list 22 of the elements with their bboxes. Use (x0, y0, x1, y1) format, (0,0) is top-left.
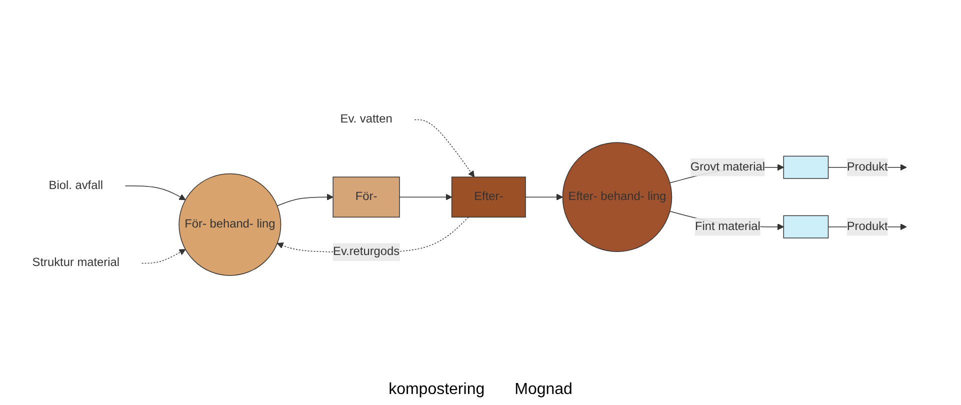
node-box: För- (332, 176, 400, 218)
node-text: Struktur material (32, 256, 120, 270)
edge-label: Fint material (694, 220, 760, 233)
node-box (783, 215, 829, 238)
node-text: Biol. avfall (48, 179, 104, 192)
arrow (124, 186, 186, 200)
note-label: kompostering (388, 381, 485, 399)
arrow (399, 194, 452, 200)
arrow (276, 194, 334, 206)
node-circle: För- behand- ling (178, 173, 282, 276)
edge-label: Produkt (846, 220, 888, 233)
arrow (525, 194, 563, 200)
node-box: Efter- (451, 176, 526, 218)
edge-label: Ev.returgods (333, 245, 400, 258)
note-label: Mognad (514, 381, 572, 399)
edge-label: Grovt material (690, 160, 766, 174)
node-circle: Efter- behand- ling (562, 142, 672, 252)
edge-label: Produkt (846, 160, 888, 174)
arrow (414, 119, 475, 178)
node-text: Ev. vatten (340, 113, 392, 126)
arrow (141, 249, 186, 264)
node-box (783, 156, 829, 179)
